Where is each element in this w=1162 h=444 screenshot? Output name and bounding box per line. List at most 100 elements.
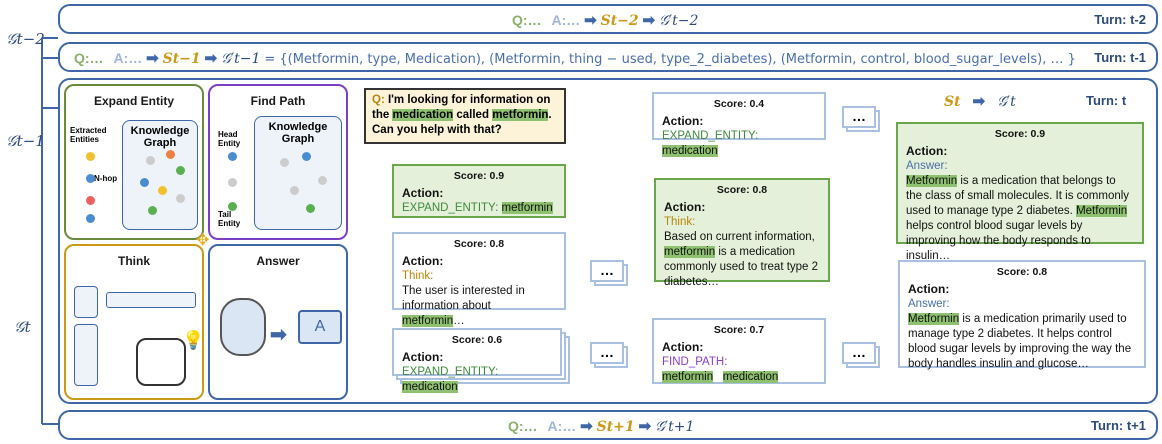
action-node-8: Score: 0.8 Action: Answer: Metformin is … bbox=[898, 260, 1146, 370]
entity-node bbox=[86, 174, 95, 183]
highlight-term: metformin bbox=[501, 202, 553, 215]
score-label: Score: 0.8 bbox=[453, 238, 505, 250]
answer-panel: Answer ➡ A bbox=[208, 244, 348, 400]
knowledge-graph-box: Knowledge Graph bbox=[254, 116, 342, 230]
action-type: Think: bbox=[664, 216, 696, 229]
action-node-1: Score: 0.9 Action: EXPAND_ENTITY: metfor… bbox=[392, 164, 566, 218]
tail-node bbox=[228, 202, 237, 211]
action-type: EXPAND_ENTITY: bbox=[402, 202, 499, 215]
a-label: A:… bbox=[113, 50, 143, 66]
score-label: Score: 0.9 bbox=[994, 128, 1046, 140]
highlight-term: medication bbox=[402, 381, 458, 394]
score-label: Score: 0.6 bbox=[451, 334, 503, 346]
action-type: FIND_PATH: bbox=[662, 356, 728, 369]
robot-icon bbox=[136, 338, 186, 386]
action-label: Action: bbox=[906, 143, 948, 158]
find-path-panel: Find Path Knowledge Graph Head Entity Ta… bbox=[208, 84, 348, 240]
turn-label: Turn: t-1 bbox=[1094, 50, 1146, 65]
node-list-icon bbox=[74, 286, 98, 318]
kg-label: Knowledge Graph bbox=[130, 125, 190, 149]
triples-set: = {(Metformin, type, Medication), (Metfo… bbox=[264, 52, 1076, 67]
action-type: Think: bbox=[402, 270, 434, 283]
highlight-term: metformin bbox=[402, 315, 454, 328]
action-label: Action: bbox=[908, 281, 950, 296]
think-panel: Think 💡 bbox=[64, 244, 204, 400]
g-prime-symbol: 𝒢′t−1 bbox=[221, 51, 261, 67]
action-node-5: Score: 0.8 Action: Think: Based on curre… bbox=[654, 178, 830, 288]
action-label: Action: bbox=[402, 253, 444, 268]
action-type: EXPAND_ENTITY: bbox=[402, 366, 499, 379]
graph-node bbox=[318, 176, 327, 185]
graph-node bbox=[166, 150, 175, 159]
action-node-7: Score: 0.9 Action: Answer: Metformin is … bbox=[896, 122, 1144, 262]
node-text: The user is interested in information ab… bbox=[402, 285, 525, 313]
score-label: Score: 0.9 bbox=[453, 170, 505, 182]
row-formula: Q:… A:… ➡ St−1 ➡ 𝒢′t−1 = {(Metformin, ty… bbox=[74, 49, 1076, 67]
arrow-icon: ➡ bbox=[584, 12, 597, 29]
q-label: Q:… bbox=[508, 418, 538, 434]
panel-title: Expand Entity bbox=[93, 94, 174, 108]
a-label: A:… bbox=[547, 418, 577, 434]
g-prime-symbol: 𝒢′t bbox=[996, 94, 1016, 110]
query-text: called bbox=[456, 108, 489, 121]
graph-node bbox=[302, 152, 311, 161]
action-node-2: Score: 0.8 Action: Think: The user is in… bbox=[392, 232, 566, 328]
highlight-term: medication bbox=[392, 108, 454, 121]
entity-node bbox=[86, 152, 95, 161]
turn-row-t-plus-1: Q:… A:… ➡ St+1 ➡ 𝒢′t+1 Turn: t+1 bbox=[58, 410, 1158, 440]
s-symbol: St−1 bbox=[162, 51, 201, 67]
node-text: helps control blood sugar levels by impr… bbox=[906, 219, 1091, 262]
arrow-icon: ➡ bbox=[204, 50, 218, 67]
g-prime-symbol: 𝒢′t+1 bbox=[655, 419, 695, 435]
node-list-icon bbox=[74, 324, 98, 386]
tail-entity-label: Tail Entity bbox=[218, 210, 241, 228]
graph-node bbox=[306, 204, 315, 213]
arrow-icon: ➡ bbox=[642, 12, 656, 29]
action-type: Answer: bbox=[908, 298, 950, 311]
ellipsis-node: … bbox=[842, 106, 876, 128]
turn-row-t-minus-2: Q:… A:… ➡ St−2 ➡ 𝒢′t−2 Turn: t-2 bbox=[58, 4, 1158, 34]
node-text: Based on current information, bbox=[664, 231, 815, 244]
s-symbol: St−2 bbox=[600, 13, 639, 29]
query-text: I'm looking for information on the bbox=[372, 94, 551, 121]
arrow-icon: ➡ bbox=[270, 324, 287, 346]
q-label: Q:… bbox=[512, 12, 542, 28]
turn-row-t-minus-1: Q:… A:… ➡ St−1 ➡ 𝒢′t−1 = {(Metformin, ty… bbox=[58, 42, 1158, 72]
graph-node bbox=[176, 194, 185, 203]
s-symbol: St+1 bbox=[596, 419, 635, 435]
turn-label: Turn: t-2 bbox=[1094, 12, 1146, 27]
panel-title: Find Path bbox=[250, 94, 306, 108]
panel-title: Think bbox=[118, 254, 150, 268]
ellipsis-node: … bbox=[842, 342, 876, 364]
row-formula: Q:… A:… ➡ St+1 ➡ 𝒢′t+1 bbox=[508, 417, 694, 435]
s-symbol: St bbox=[944, 94, 961, 110]
graph-node bbox=[176, 166, 185, 175]
score-label: Score: 0.8 bbox=[716, 184, 768, 196]
action-label: Action: bbox=[662, 113, 704, 128]
action-label: Action: bbox=[664, 199, 706, 214]
g-side-label: 𝒢t−2 bbox=[6, 30, 45, 48]
head-node bbox=[228, 152, 237, 161]
highlight-term: medication bbox=[722, 371, 779, 384]
ellipsis-node: … bbox=[590, 342, 624, 364]
graph-node bbox=[146, 156, 155, 165]
query-q-label: Q: bbox=[372, 94, 385, 106]
highlight-term: metformin bbox=[662, 371, 714, 384]
turn-label: Turn: t+1 bbox=[1090, 418, 1146, 433]
kg-label: Knowledge Graph bbox=[268, 121, 328, 145]
arrow-icon: ➡ bbox=[972, 93, 986, 110]
st-formula: St ➡ 𝒢′t bbox=[944, 92, 1016, 110]
nhop-label: N-hop bbox=[94, 174, 118, 183]
lightbulb-icon: 💡 bbox=[182, 330, 205, 350]
node-text: is a medication primarily used to manage… bbox=[908, 313, 1132, 370]
action-node-3: Score: 0.6 Action: EXPAND_ENTITY: medica… bbox=[392, 328, 562, 394]
extracted-entities-label: Extracted Entities bbox=[70, 126, 107, 144]
graph-node bbox=[158, 186, 167, 195]
score-label: Score: 0.7 bbox=[713, 324, 765, 336]
graph-node bbox=[140, 178, 149, 187]
action-node-6: Score: 0.7 Action: FIND_PATH: metformin … bbox=[652, 318, 826, 384]
highlight-term: metformin bbox=[492, 108, 549, 121]
action-type: Answer: bbox=[906, 160, 948, 173]
cross-arrows-icon: ✥ bbox=[196, 232, 210, 249]
graph-node bbox=[280, 158, 289, 167]
